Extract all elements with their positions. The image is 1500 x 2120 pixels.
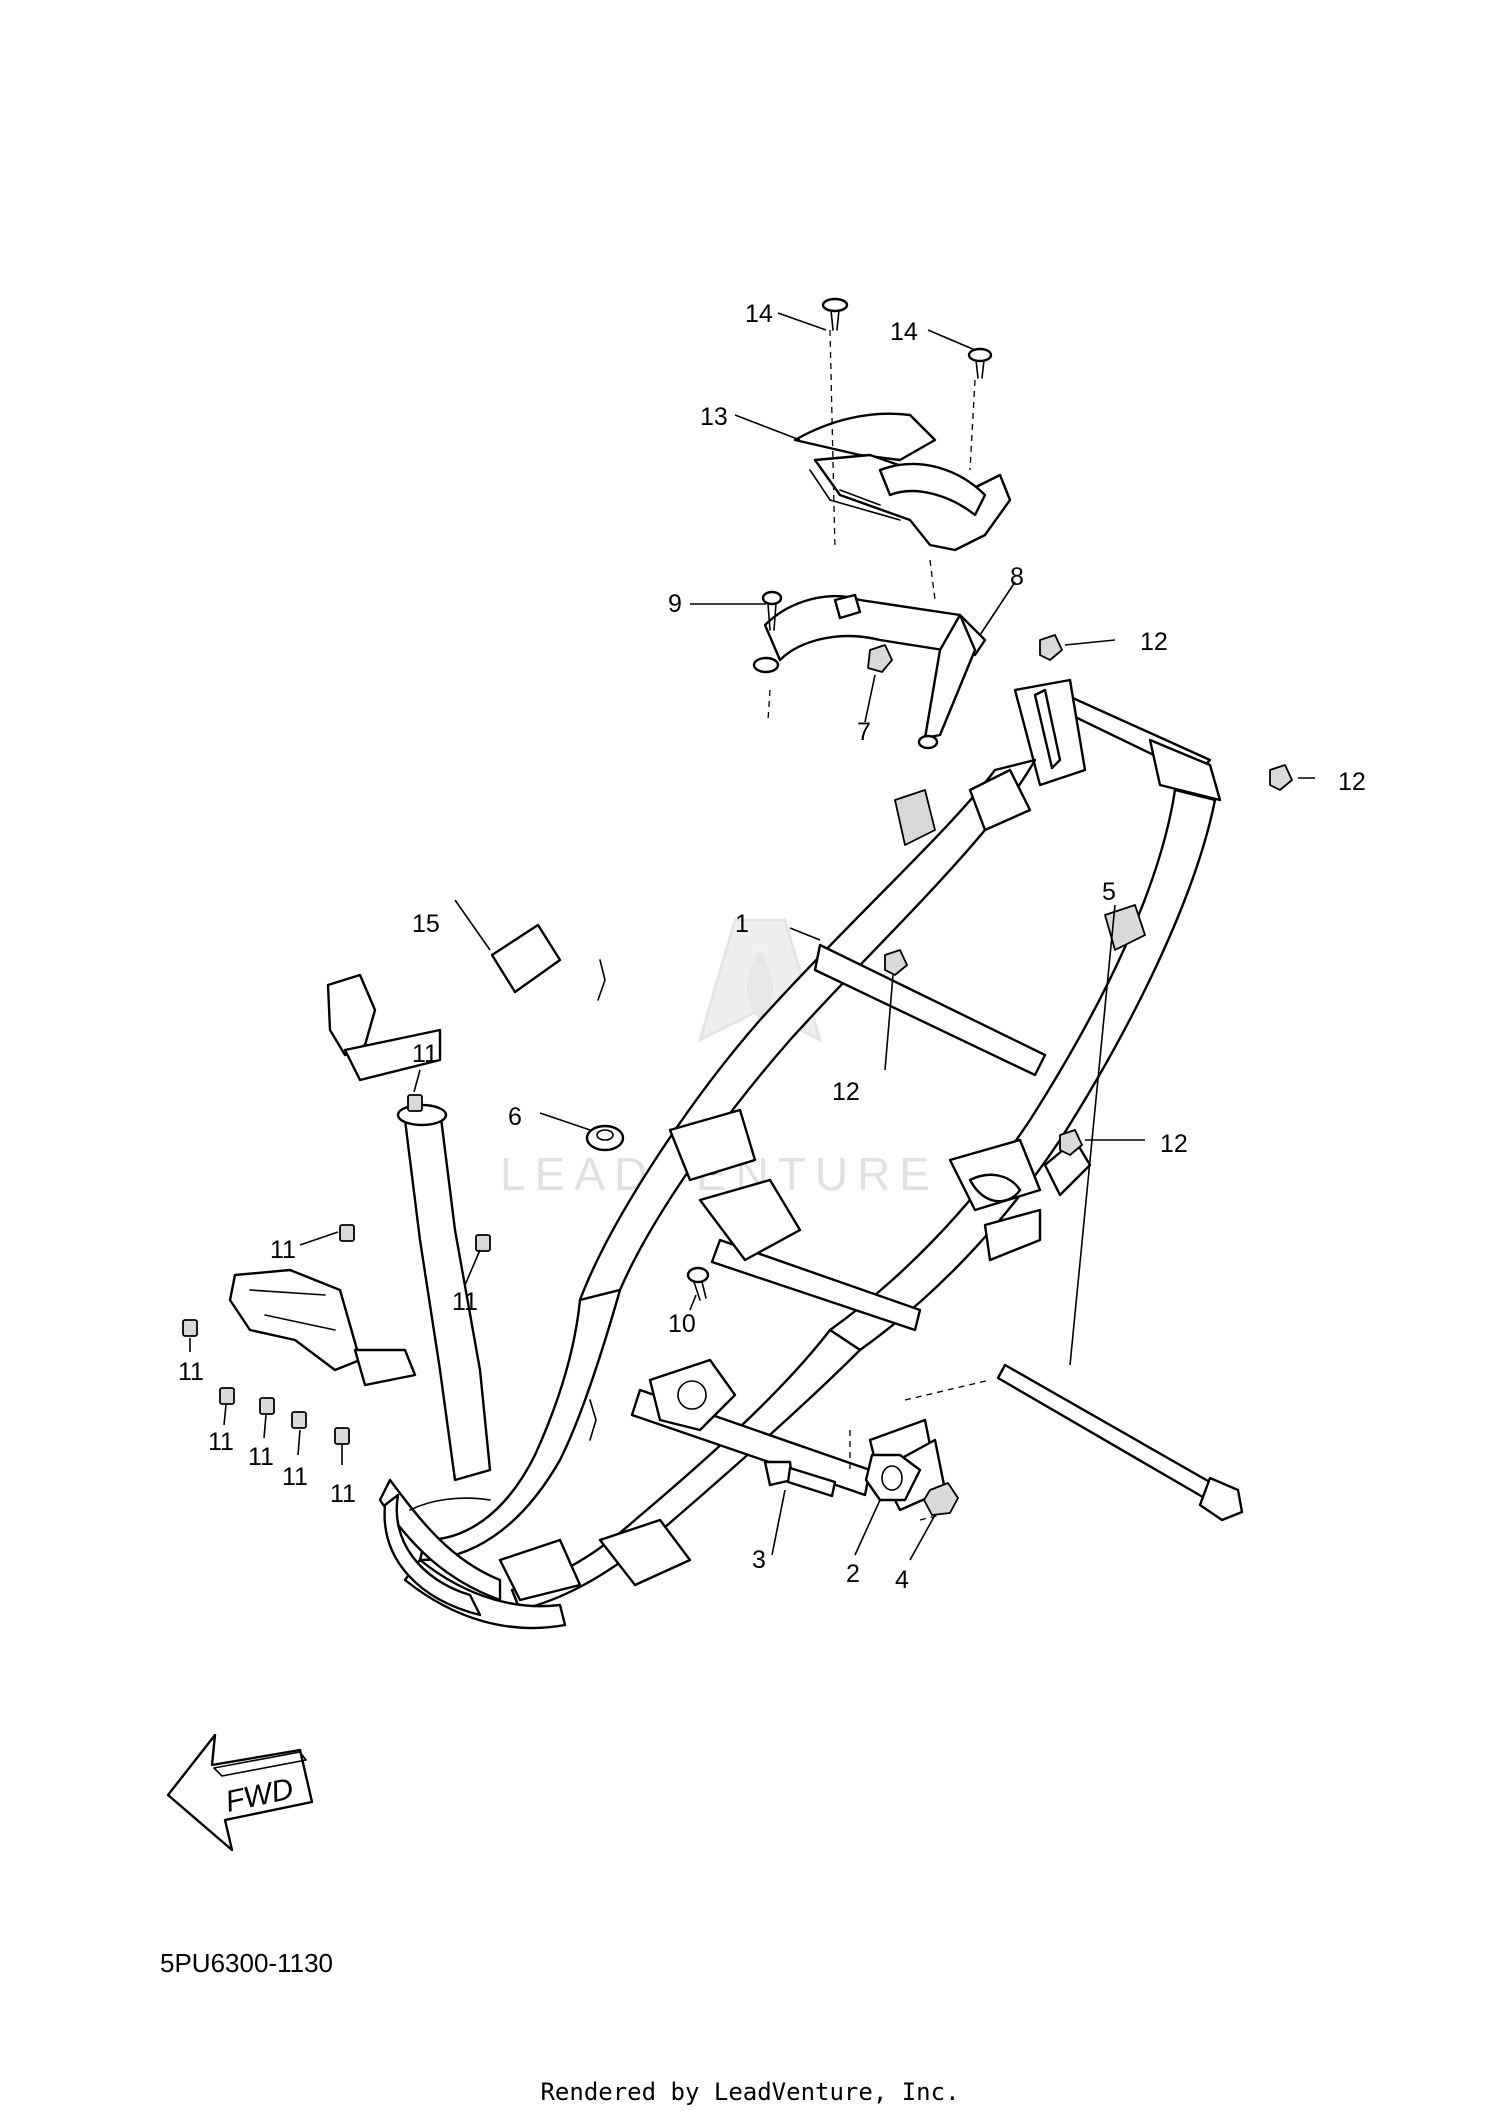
rear-grab-bar (752, 593, 987, 750)
fwd-arrow: FWD (166, 1733, 314, 1852)
callout-numbers: 1 2 3 4 5 6 7 8 9 10 11 11 11 11 11 11 1… (178, 300, 1366, 1594)
callout-12-b: 12 (1338, 768, 1366, 796)
callout-2: 2 (846, 1560, 860, 1588)
nut-12-a (1039, 634, 1063, 661)
diagram-code: 5PU6300-1130 (160, 1948, 333, 1978)
bolt-9 (761, 590, 783, 631)
callout-7: 7 (857, 718, 871, 746)
bolt-3 (763, 1460, 837, 1498)
label-15 (490, 923, 562, 994)
callout-11-g: 11 (282, 1463, 308, 1491)
callout-4: 4 (895, 1566, 909, 1594)
bolt-10 (686, 1266, 710, 1301)
nut-12-b (1269, 764, 1293, 791)
bolt-14-left (821, 297, 849, 331)
callout-8: 8 (1010, 563, 1024, 591)
callout-6: 6 (508, 1103, 522, 1131)
grommet-6 (585, 1124, 625, 1152)
callout-leaders (189, 312, 1315, 1561)
callout-11-h: 11 (330, 1480, 356, 1508)
callout-12-a: 12 (1140, 628, 1168, 656)
nut-7 (867, 644, 893, 673)
callout-13: 13 (700, 403, 728, 431)
callout-10: 10 (668, 1310, 696, 1338)
callout-1: 1 (735, 910, 749, 938)
callout-11-d: 11 (178, 1358, 204, 1386)
callout-11-b: 11 (270, 1236, 296, 1264)
nut-4 (923, 1482, 959, 1516)
long-bolt-5 (996, 1363, 1244, 1522)
clip-nuts-11 (182, 1094, 491, 1445)
nut-12-c (884, 949, 908, 976)
callout-15: 15 (412, 910, 440, 938)
rear-top-plate (793, 412, 1012, 552)
callout-14-b: 14 (890, 318, 918, 346)
bushing-2 (864, 1453, 922, 1502)
callout-11-e: 11 (208, 1428, 234, 1456)
callout-14-a: 14 (745, 300, 773, 328)
main-frame (228, 678, 1222, 1630)
nut-12-d (1059, 1129, 1083, 1156)
bolt-14-right (967, 347, 993, 379)
render-credit: Rendered by LeadVenture, Inc. (540, 2078, 960, 2106)
callout-5: 5 (1102, 878, 1116, 906)
callout-3: 3 (752, 1546, 766, 1574)
callout-11-f: 11 (248, 1443, 274, 1471)
callout-11-c: 11 (452, 1288, 478, 1316)
callout-11-a: 11 (412, 1040, 438, 1068)
callout-12-d: 12 (1160, 1130, 1188, 1158)
callout-12-c: 12 (832, 1078, 860, 1106)
callout-9: 9 (668, 590, 682, 618)
